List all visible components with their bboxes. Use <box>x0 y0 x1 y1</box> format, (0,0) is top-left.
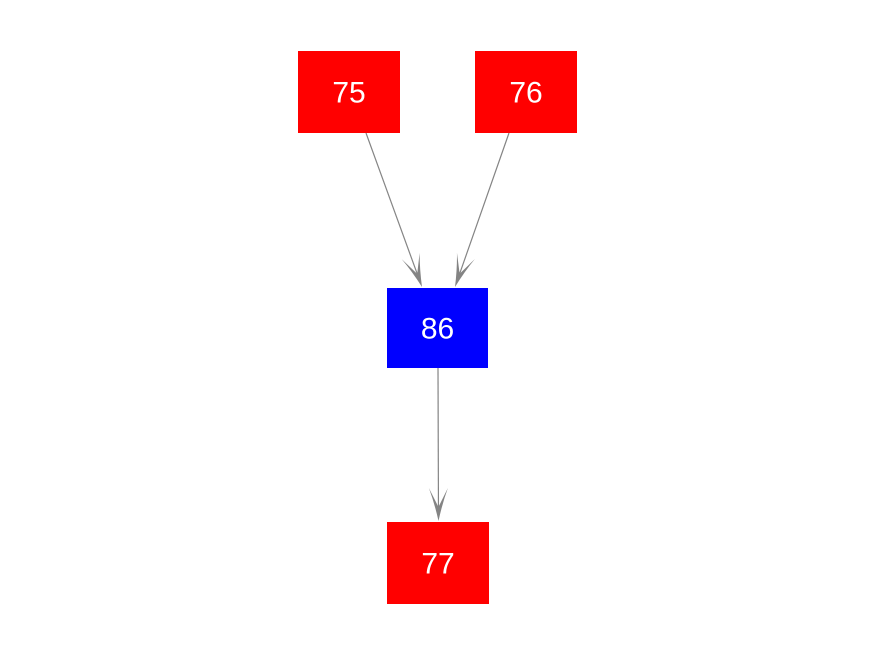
node-box <box>387 288 488 368</box>
arrowhead <box>401 252 422 287</box>
node-box <box>475 51 577 133</box>
node-label: 76 <box>509 77 542 110</box>
graph-node-77: 77 <box>387 522 489 604</box>
node-label: 77 <box>421 548 454 581</box>
edge-75-to-86 <box>365 132 422 287</box>
arrowhead <box>455 252 475 287</box>
node-box <box>298 51 400 133</box>
edge-line <box>458 132 510 276</box>
node-label: 75 <box>332 77 365 110</box>
edge-86-to-77 <box>428 367 448 521</box>
graph-node-75: 75 <box>298 51 400 133</box>
edge-line <box>365 132 419 276</box>
node-box <box>387 522 489 604</box>
arrowhead <box>428 487 448 521</box>
edge-76-to-86 <box>455 132 510 287</box>
node-label: 86 <box>421 313 454 346</box>
graph-node-86: 86 <box>387 288 488 368</box>
graph-node-76: 76 <box>475 51 577 133</box>
